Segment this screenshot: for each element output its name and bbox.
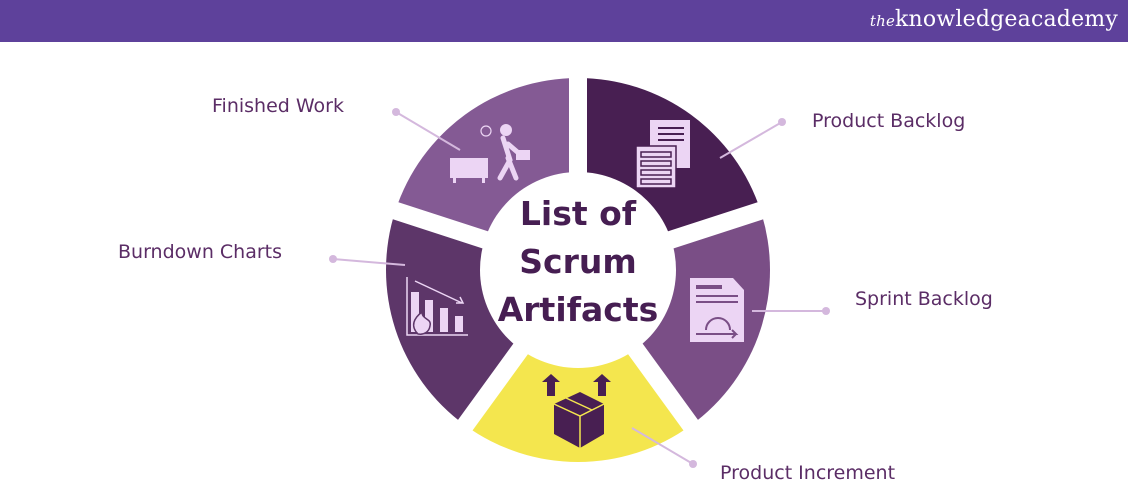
leader-dot (778, 118, 786, 126)
label-sprint-backlog: Sprint Backlog (855, 288, 993, 310)
burndown-chart-icon (406, 277, 468, 336)
center-title: List of Scrum Artifacts (478, 190, 678, 334)
leader-line (719, 121, 783, 159)
center-title-line-3: Artifacts (497, 290, 659, 329)
sprint-document-icon (690, 278, 744, 342)
leader-dot (329, 255, 337, 263)
header-bar: theknowledgeacademy (0, 0, 1128, 42)
leader-line (332, 258, 406, 266)
leader-dot (689, 460, 697, 468)
leader-dot (392, 108, 400, 116)
leader-dot (822, 307, 830, 315)
documents-icon (635, 120, 690, 189)
logo-prefix: the (869, 12, 896, 30)
leader-line (631, 427, 694, 465)
label-product-backlog: Product Backlog (812, 110, 966, 132)
center-title-line-1: List of (519, 194, 637, 233)
leader-line (395, 111, 461, 151)
brand-logo: theknowledgeacademy (870, 7, 1118, 32)
center-title-line-2: Scrum (519, 242, 637, 281)
box-arrows-icon (542, 374, 611, 448)
person-leaving-desk-icon (450, 124, 530, 183)
label-burndown-charts: Burndown Charts (118, 241, 283, 263)
center-circle (480, 172, 676, 368)
label-product-increment: Product Increment (720, 462, 896, 484)
label-finished-work: Finished Work (212, 95, 344, 117)
logo-main: knowledgeacademy (895, 7, 1118, 32)
